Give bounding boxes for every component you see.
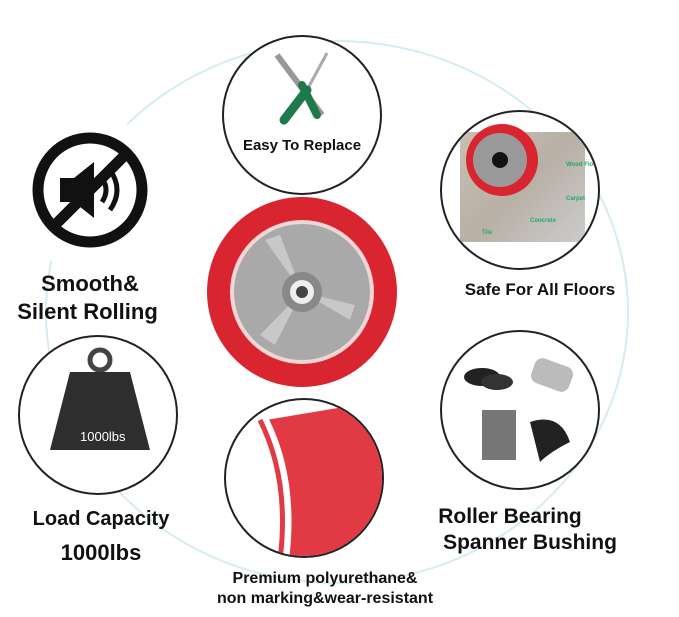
feature-label: Load Capacity bbox=[32, 508, 170, 530]
feature-silent bbox=[12, 115, 168, 271]
weight-icon bbox=[50, 347, 150, 450]
feature-load: 1000lbs bbox=[18, 335, 178, 495]
floor-label: Wood Floor bbox=[566, 162, 600, 168]
floor-label: Tile bbox=[482, 230, 493, 236]
feature-label: Silent Rolling bbox=[17, 299, 158, 324]
feature-label: Smooth& bbox=[41, 271, 139, 296]
feature-label: 1000lbs bbox=[60, 540, 142, 565]
wheel-icon bbox=[466, 124, 538, 196]
feature-label: Spanner Bushing bbox=[443, 531, 617, 554]
feature-floors: Wood Floor Carpet Concrete Tile bbox=[440, 110, 600, 270]
feature-label: Roller Bearing bbox=[438, 505, 582, 528]
feature-label: Safe For All Floors bbox=[464, 280, 616, 299]
bearing-parts-icon bbox=[464, 358, 573, 462]
tread-closeup-image bbox=[257, 400, 382, 556]
feature-label: Premium polyurethane& bbox=[232, 570, 418, 587]
weight-tag: 1000lbs bbox=[80, 429, 126, 444]
floor-label: Concrete bbox=[530, 218, 557, 224]
feature-bearing bbox=[440, 330, 600, 490]
wrench-screwdriver-icon bbox=[274, 52, 329, 125]
connector-ring bbox=[45, 40, 629, 584]
feature-label: Easy To Replace bbox=[242, 137, 362, 154]
mute-speaker-icon bbox=[32, 132, 148, 248]
feature-easy-replace: Easy To Replace bbox=[222, 35, 382, 195]
feature-label: non marking&wear-resistant bbox=[216, 590, 434, 607]
caster-wheel-image bbox=[207, 197, 397, 387]
floor-label: Carpet bbox=[566, 196, 586, 202]
feature-material bbox=[224, 398, 384, 558]
